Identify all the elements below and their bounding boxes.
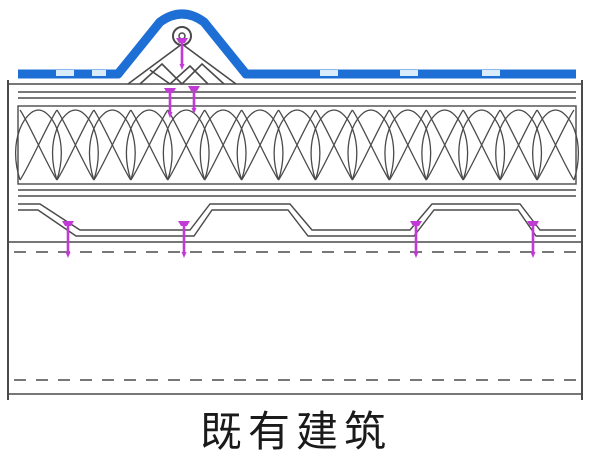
insulation-cross — [499, 109, 538, 181]
insulation-loop — [88, 109, 136, 181]
insulation-cross — [241, 109, 280, 181]
insulation-loop — [125, 109, 173, 181]
insulation-loop — [347, 109, 395, 181]
caption-existing-building: 既有建筑 — [199, 407, 392, 456]
insulation-cross — [130, 109, 169, 181]
insulation-loop — [15, 109, 62, 181]
insulation-loop — [236, 109, 284, 181]
deck-fastener — [410, 221, 422, 258]
insulation-loop — [310, 109, 358, 181]
sub-layer-lines — [8, 83, 582, 99]
insulation-loop — [162, 109, 210, 181]
insulation-cross — [56, 109, 95, 181]
fasteners — [62, 38, 539, 258]
insulation-cross — [425, 109, 464, 181]
deck-fastener — [527, 221, 539, 258]
insulation-loop — [495, 109, 543, 181]
profiled-steel-deck — [18, 203, 576, 237]
deck-fastener — [62, 221, 74, 258]
metal-roof-panel — [18, 9, 576, 79]
insulation-cross — [536, 109, 575, 181]
clip-fastener — [164, 88, 176, 118]
panel-gaps — [56, 70, 500, 76]
insulation-layer — [15, 109, 579, 181]
insulation-loop — [199, 109, 247, 181]
insulation-cross — [351, 109, 390, 181]
insulation-layer-border — [17, 105, 577, 185]
insulation-loop — [51, 109, 99, 181]
deck-profile-bottom — [18, 209, 576, 237]
seam-fastener — [176, 38, 188, 70]
insulation-loop — [384, 109, 432, 181]
insulation-cross — [93, 109, 132, 181]
insulation-cross — [204, 109, 243, 181]
deck-fastener — [178, 221, 190, 258]
insulation-loop — [458, 109, 506, 181]
insulation-loop — [273, 109, 321, 181]
insulation-loop — [421, 109, 469, 181]
insulation-cross — [314, 109, 353, 181]
insulation-cross — [462, 109, 501, 181]
insulation-loop — [532, 109, 579, 181]
deck-profile-top — [18, 203, 576, 231]
insulation-cross — [278, 109, 316, 181]
clip-fastener — [188, 86, 200, 114]
insulation-cross — [388, 109, 427, 181]
mid-layer-lines — [18, 189, 576, 197]
insulation-cross — [167, 109, 206, 181]
insulation-cross — [19, 109, 58, 181]
